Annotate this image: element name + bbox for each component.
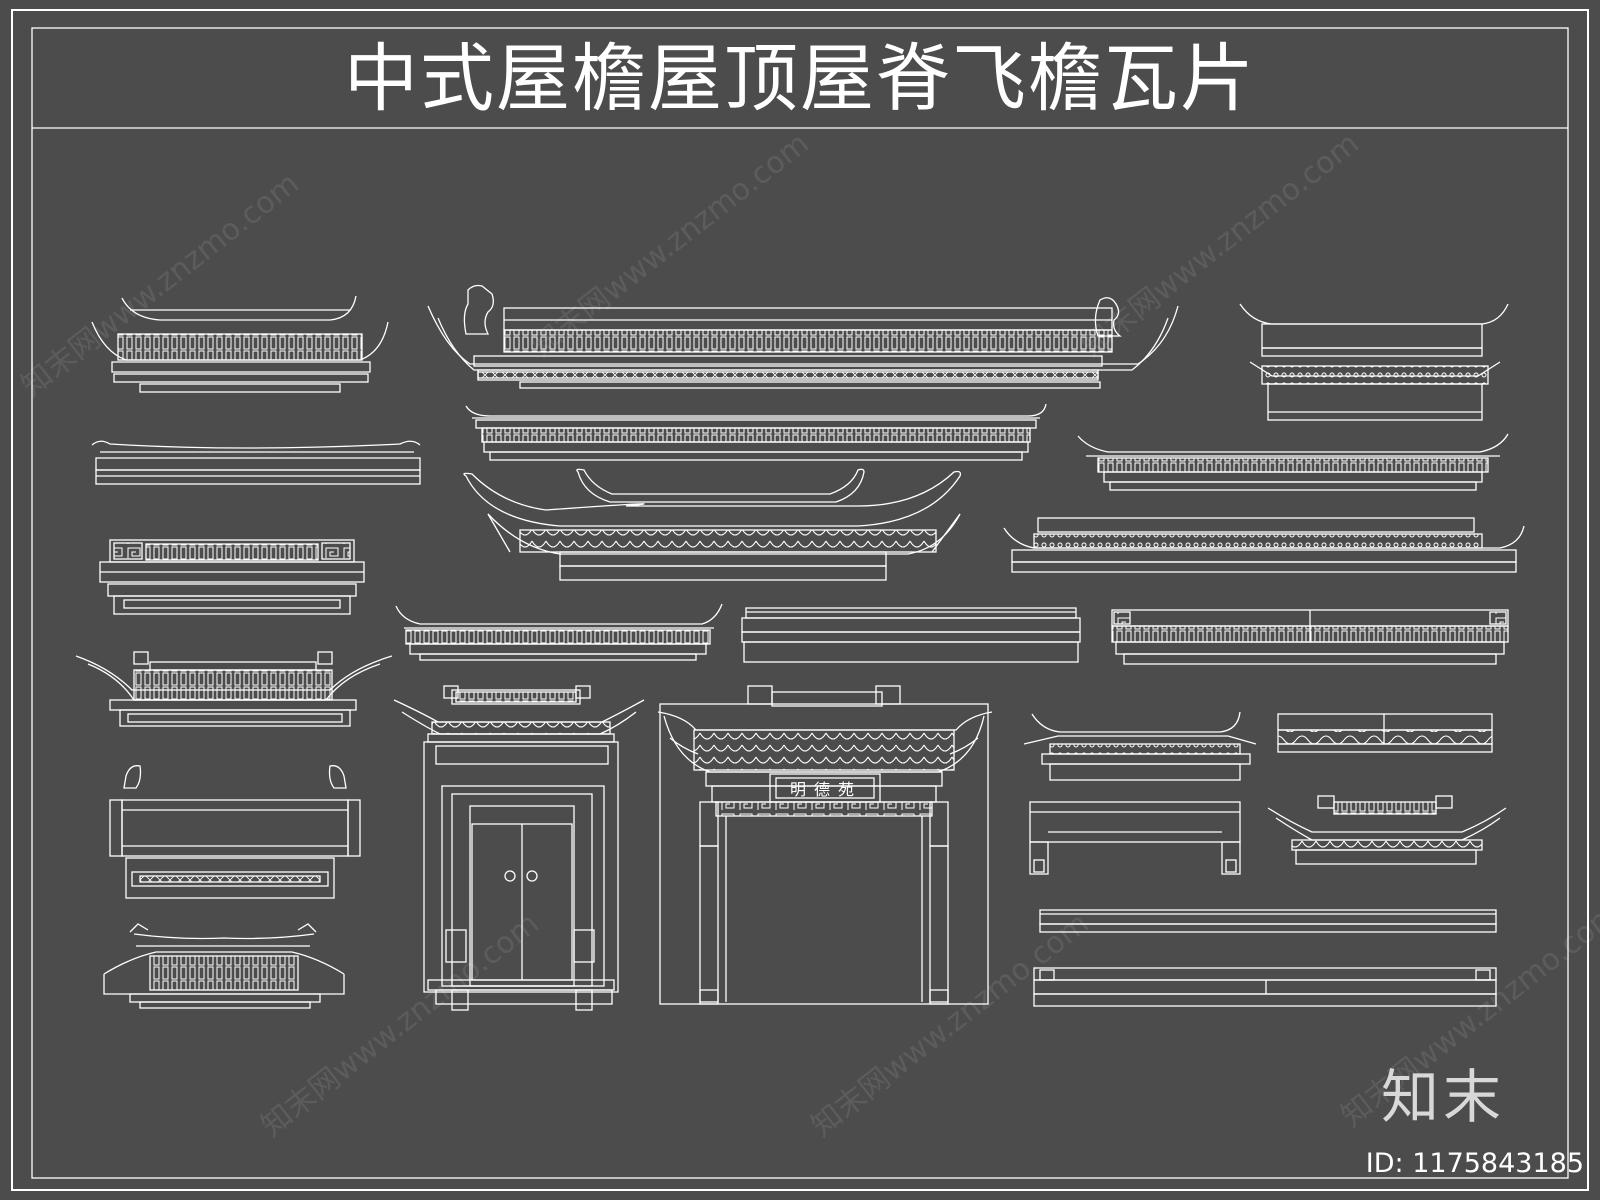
page-title: 中式屋檐屋顶屋脊飞檐瓦片 [344,36,1256,122]
outer-border [11,9,1589,1191]
brand-logo: 知末 [1380,1063,1505,1131]
eave-fret-corner [1111,609,1509,665]
eave-right-dentil [1077,433,1509,491]
roof-ornate-right [1267,795,1507,865]
ridge-long-chiwen [427,284,1179,389]
eave-curled-flat [91,440,421,485]
eave-dragon-finials [109,765,361,899]
eave-box-upturned [1239,303,1509,421]
gate-archway-plaque [657,685,993,1005]
eave-upturned-right [1023,711,1257,781]
lintel-plain-molded [741,607,1081,663]
beam-long-endcaps [1033,967,1497,1007]
eave-kinked-wings [75,651,393,727]
roof-ornate-small [103,923,345,1009]
roof-layered-upswept [463,468,962,581]
eave-wave-band [1277,713,1493,753]
inner-border [31,27,1569,1179]
plaque-inscription: 明德苑 [790,780,862,799]
eave-upturned-small [91,295,389,393]
eave-ornament-band [1003,517,1525,573]
gate-roof-doorway [393,685,645,1011]
eave-balustrade [99,539,365,615]
eave-long-dentil [465,403,1047,461]
lintel-bracketed [1029,801,1241,875]
asset-id-label: ID: 1175843185 [1365,1148,1584,1179]
eave-medium-dentil [395,603,723,661]
beam-long-slim [1039,909,1497,933]
